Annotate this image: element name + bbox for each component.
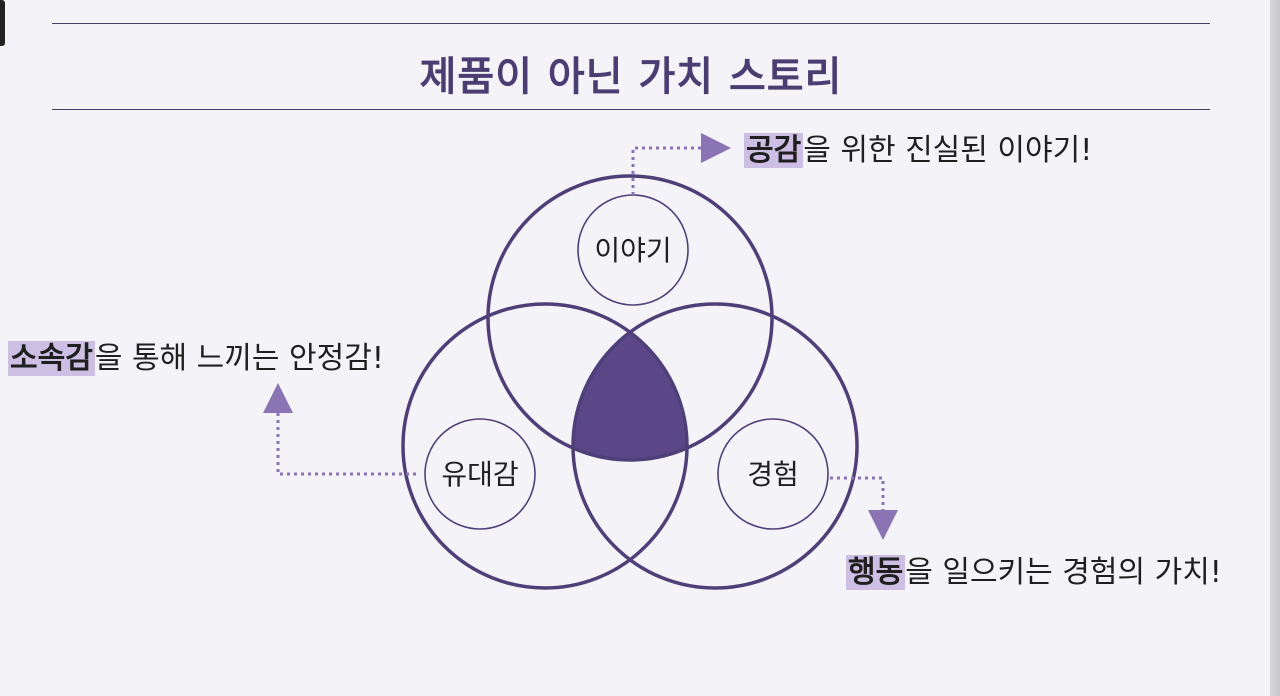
label-bond: 유대감 <box>441 458 518 491</box>
arrow-story-connector <box>631 133 731 195</box>
inner-circle-bond <box>424 418 536 530</box>
callout-experience: 행동을 일으키는 경험의 가치! <box>846 553 1222 593</box>
title-top-rule <box>52 23 1210 24</box>
callout-story-text: 을 위한 진실된 이야기! <box>803 133 1093 168</box>
label-experience: 경험 <box>747 458 799 491</box>
venn-circle-right <box>571 302 859 590</box>
callout-experience-text: 을 일으키는 경험의 가치! <box>905 555 1222 590</box>
slide-title: 제품이 아닌 가치 스토리 <box>419 54 843 100</box>
inner-circle-experience <box>717 418 829 530</box>
venn-center-intersection <box>573 304 687 460</box>
callout-bond: 소속감을 통해 느끼는 안정감! <box>8 339 384 379</box>
arrow-experience-connector <box>830 476 898 540</box>
window-edge <box>0 0 5 46</box>
title-bottom-rule <box>52 109 1210 110</box>
scrollbar-track[interactable] <box>1270 0 1280 696</box>
callout-bond-highlight: 소속감 <box>8 341 95 376</box>
callout-experience-highlight: 행동 <box>846 555 906 590</box>
callout-bond-text: 을 통해 느끼는 안정감! <box>94 341 384 376</box>
callout-story-highlight: 공감 <box>744 133 804 168</box>
venn-circle-left <box>401 302 689 590</box>
arrow-bond-connector <box>263 383 416 476</box>
label-story: 이야기 <box>594 234 671 267</box>
venn-circle-top <box>486 174 774 462</box>
callout-story: 공감을 위한 진실된 이야기! <box>744 131 1092 171</box>
